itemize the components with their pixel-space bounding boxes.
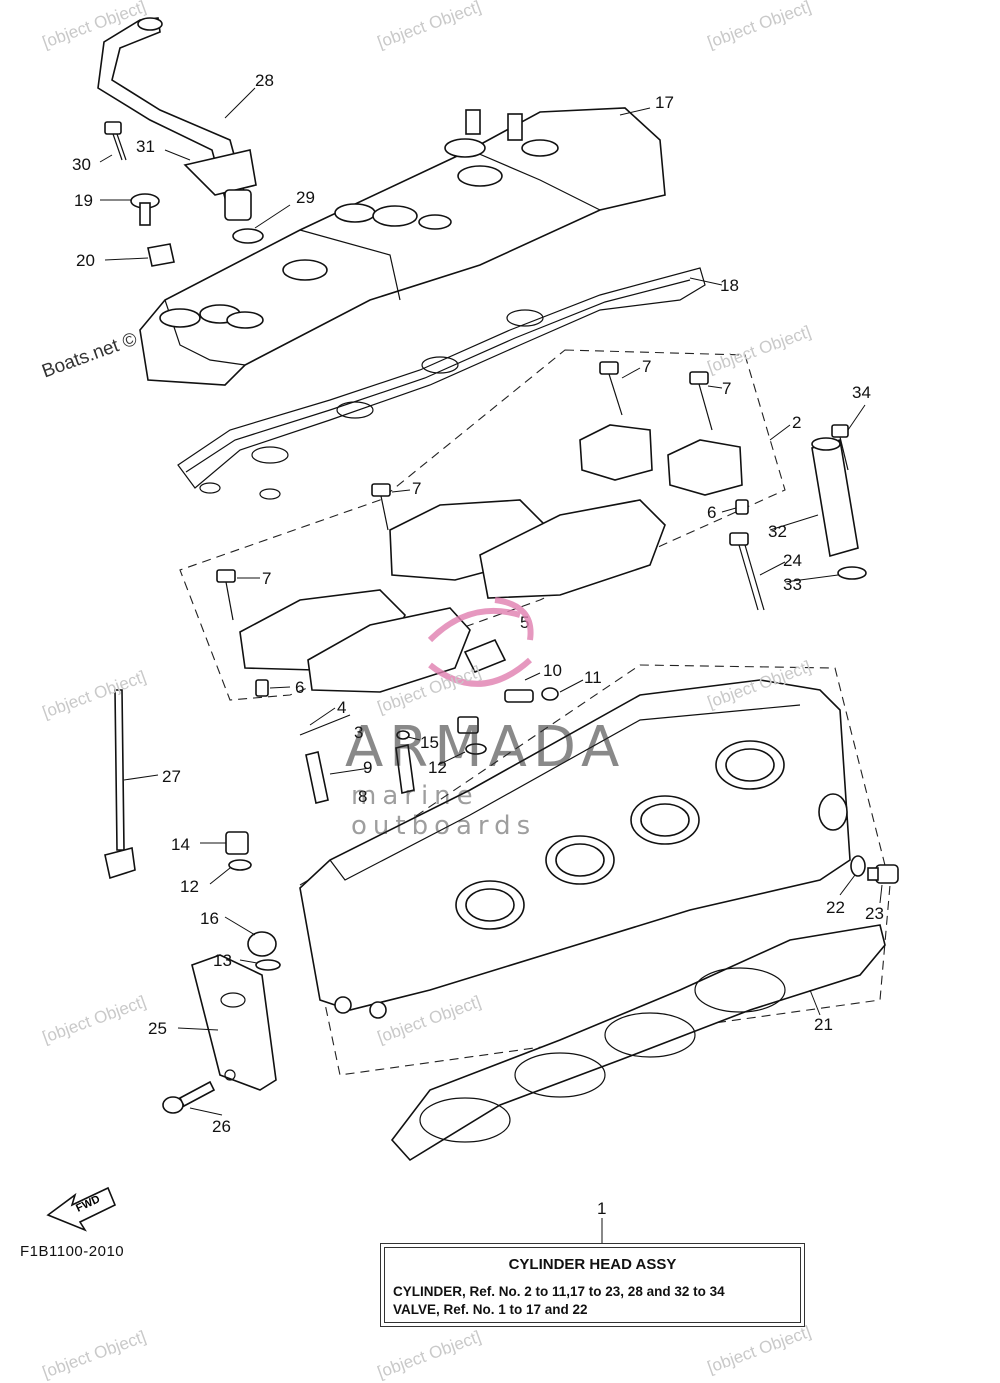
legend-box: CYLINDER HEAD ASSY CYLINDER, Ref. No. 2 …: [380, 1243, 805, 1327]
legend-inner-frame: CYLINDER HEAD ASSY CYLINDER, Ref. No. 2 …: [384, 1247, 801, 1323]
callout-12b: 12: [180, 877, 199, 896]
callout-29: 29: [296, 188, 315, 207]
callout-23: 23: [865, 904, 884, 923]
callout-7a: 7: [642, 357, 651, 376]
callout-4: 4: [337, 698, 346, 717]
callout-34: 34: [852, 383, 871, 402]
valve-parts: [299, 638, 559, 804]
callout-1: 1: [597, 1199, 606, 1218]
o-ring-29: [232, 228, 264, 244]
callout-20: 20: [76, 251, 95, 270]
cam-cap: [239, 424, 743, 693]
armada-logo-symbol: [427, 597, 534, 687]
callout-28: 28: [255, 71, 274, 90]
callout-8: 8: [358, 787, 367, 806]
callout-24: 24: [783, 551, 802, 570]
callout-19: 19: [74, 191, 93, 210]
callout-6b: 6: [295, 678, 304, 697]
leader-lines: [99, 87, 883, 1243]
callout-11: 11: [584, 668, 602, 687]
washer-22: [850, 855, 866, 877]
callout-14: 14: [171, 835, 190, 854]
callout-32: 32: [768, 522, 787, 541]
callout-31: 31: [136, 137, 155, 156]
callout-17: 17: [655, 93, 674, 112]
legend-line: VALVE, Ref. No. 1 to 17 and 22: [393, 1302, 588, 1317]
callout-7d: 7: [262, 569, 271, 588]
dowel-pin: [255, 679, 269, 697]
callout-27: 27: [162, 767, 181, 786]
cam-sensor-assy: [729, 424, 867, 611]
side-parts: [104, 689, 281, 971]
callout-15: 15: [420, 733, 439, 752]
callout-33: 33: [783, 575, 802, 594]
cap-bolts: [216, 361, 713, 621]
callout-3: 3: [354, 723, 363, 742]
fwd-arrow-icon: FWD: [46, 1186, 117, 1232]
callout-7b: 7: [722, 379, 731, 398]
callout-6a: 6: [707, 503, 716, 522]
bolt-30: [104, 121, 127, 161]
head-gasket: [390, 924, 886, 1162]
callout-5: 5: [520, 613, 529, 632]
callout-numbers: 28 17 30 31 19 29 20 18 7 7 34 2 7 6 32 …: [72, 71, 884, 1218]
legend-line: CYLINDER, Ref. No. 2 to 11,17 to 23, 28 …: [393, 1284, 725, 1299]
callout-18: 18: [720, 276, 739, 295]
callout-9: 9: [363, 758, 372, 777]
plug-23: [867, 864, 899, 884]
bracket-25: [191, 954, 277, 1091]
breather-hose: [97, 17, 257, 221]
callout-21: 21: [814, 1015, 833, 1034]
callout-22: 22: [826, 898, 845, 917]
callout-7c: 7: [412, 479, 421, 498]
callout-13: 13: [213, 951, 232, 970]
legend-title: CYLINDER HEAD ASSY: [508, 1256, 677, 1273]
callout-30: 30: [72, 155, 91, 174]
callout-10: 10: [543, 661, 562, 680]
dowel-pin: [735, 499, 749, 515]
callout-12a: 12: [428, 758, 447, 777]
callout-25: 25: [148, 1019, 167, 1038]
bolt-19: [130, 193, 160, 226]
callout-16: 16: [200, 909, 219, 928]
bolt-26: [162, 1080, 216, 1114]
cylinder-head-cover: [139, 107, 666, 386]
callout-2: 2: [792, 413, 801, 432]
drawing-code: F1B1100-2010: [20, 1243, 125, 1260]
head-group-outline: [299, 664, 891, 1076]
grommet-20: [147, 243, 175, 267]
cover-gasket: [177, 267, 706, 489]
cylinder-head: [299, 679, 851, 1019]
callout-26: 26: [212, 1117, 231, 1136]
